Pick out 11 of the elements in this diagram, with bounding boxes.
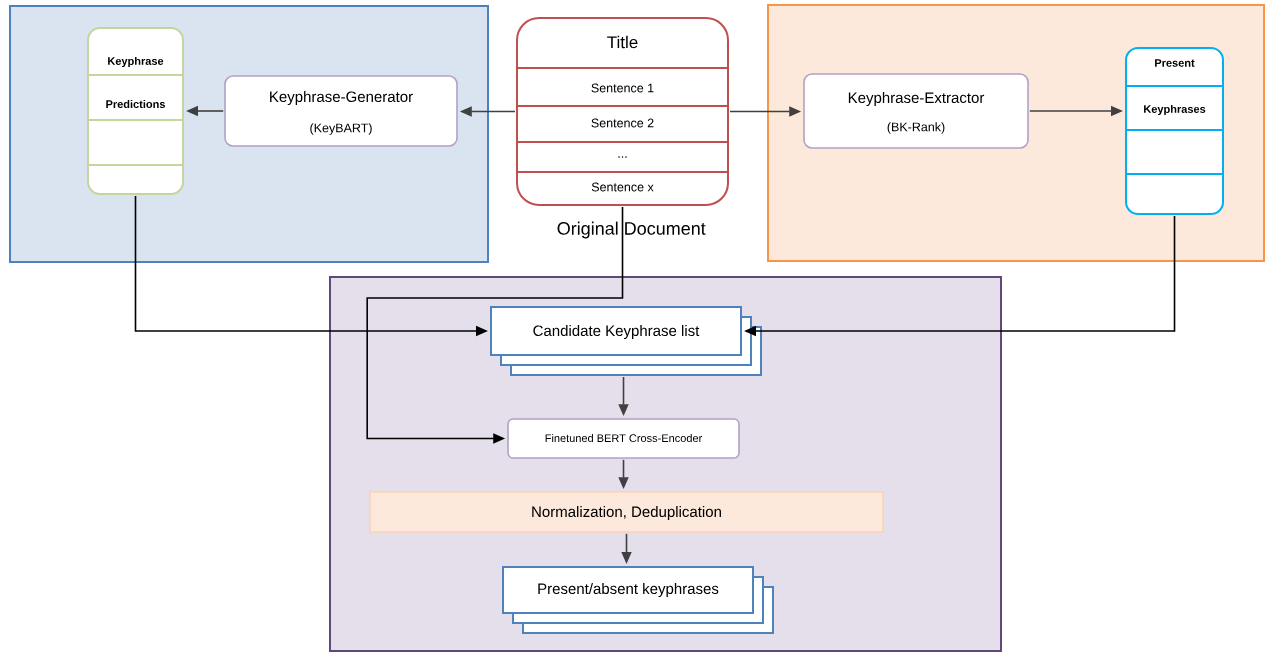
process-box: Finetuned BERT Cross-Encoder	[507, 418, 740, 459]
stacked-box: Present/absent keyphrases	[502, 566, 774, 634]
process-band: Normalization, Deduplication	[369, 491, 884, 533]
stacked-box: Candidate Keyphrase list	[490, 306, 762, 376]
process-box: Keyphrase-Extractor (BK-Rank)	[803, 73, 1029, 149]
arrow	[366, 206, 624, 444]
document-drawing: Title Sentence 1 Sentence 2 ... Sentence x Original Document	[516, 17, 729, 239]
list-table: Keyphrase Predictions	[87, 27, 184, 195]
list-table: Present Keyphrases	[1125, 47, 1224, 215]
node-label: Original Document	[557, 221, 706, 239]
process-box: Keyphrase-Generator (KeyBART)	[224, 75, 458, 147]
